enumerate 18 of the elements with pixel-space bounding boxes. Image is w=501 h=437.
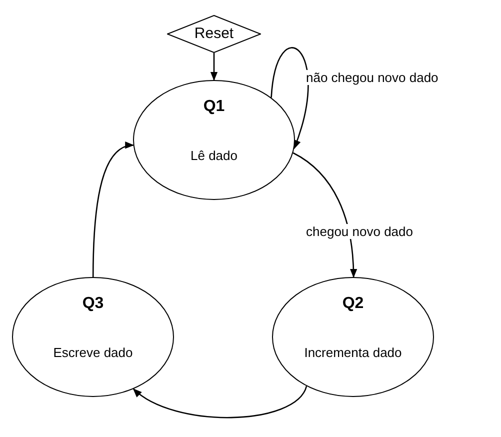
state-name: Q3 xyxy=(81,295,105,313)
state-ellipse xyxy=(272,277,434,397)
state-action: Incrementa dado xyxy=(303,345,403,360)
state-ellipse xyxy=(12,277,174,397)
decision-diamond xyxy=(167,15,261,53)
edge-label: chegou novo dado xyxy=(306,224,413,239)
state-action: Escreve dado xyxy=(52,345,134,360)
transition-arrow xyxy=(132,386,308,418)
transition-arrow xyxy=(210,53,218,81)
state-name: Q1 xyxy=(202,98,226,116)
edge-label: não chegou novo dado xyxy=(306,70,438,85)
state-ellipse xyxy=(133,80,295,200)
reset-label: Reset xyxy=(193,25,235,42)
state-name: Q2 xyxy=(341,295,365,313)
state-action: Lê dado xyxy=(190,148,238,163)
transition-arrow xyxy=(292,152,357,278)
transition-arrow xyxy=(92,142,134,277)
self-loop-arrow xyxy=(270,47,309,150)
